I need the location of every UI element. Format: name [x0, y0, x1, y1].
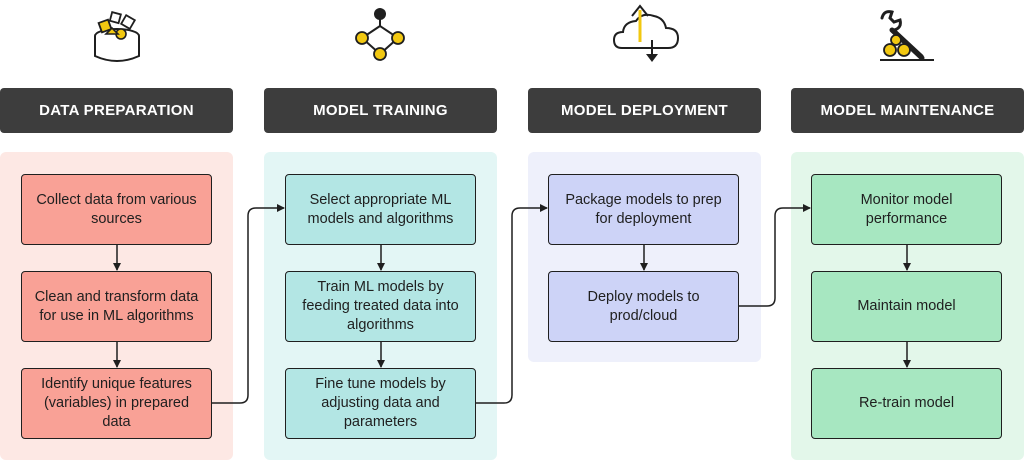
step-collect-data: Collect data from various sources: [21, 174, 212, 245]
step-deploy-models: Deploy models to prod/cloud: [548, 271, 739, 342]
step-fine-tune: Fine tune models by adjusting data and p…: [285, 368, 476, 439]
network-graph-icon: [355, 8, 405, 61]
wrench-gears-icon: [880, 10, 934, 61]
step-select-models: Select appropriate ML models and algorit…: [285, 174, 476, 245]
header-model-deployment: MODEL DEPLOYMENT: [528, 88, 761, 133]
header-model-maintenance: MODEL MAINTENANCE: [791, 88, 1024, 133]
step-package-models: Package models to prep for deployment: [548, 174, 739, 245]
step-identify-features: Identify unique features (variables) in …: [21, 368, 212, 439]
step-train-models: Train ML models by feeding treated data …: [285, 271, 476, 342]
header-data-preparation: DATA PREPARATION: [0, 88, 233, 133]
connector-training-to-deployment: [476, 204, 548, 404]
step-maintain-model: Maintain model: [811, 271, 1002, 342]
data-bucket-icon: [94, 10, 140, 62]
step-clean-transform: Clean and transform data for use in ML a…: [21, 271, 212, 342]
cloud-upload-download-icon: [612, 4, 680, 62]
connector-prep-to-training: [212, 204, 285, 404]
step-retrain-model: Re-train model: [811, 368, 1002, 439]
step-monitor-performance: Monitor model performance: [811, 174, 1002, 245]
header-model-training: MODEL TRAINING: [264, 88, 497, 133]
connector-deployment-to-maintenance: [739, 204, 811, 307]
